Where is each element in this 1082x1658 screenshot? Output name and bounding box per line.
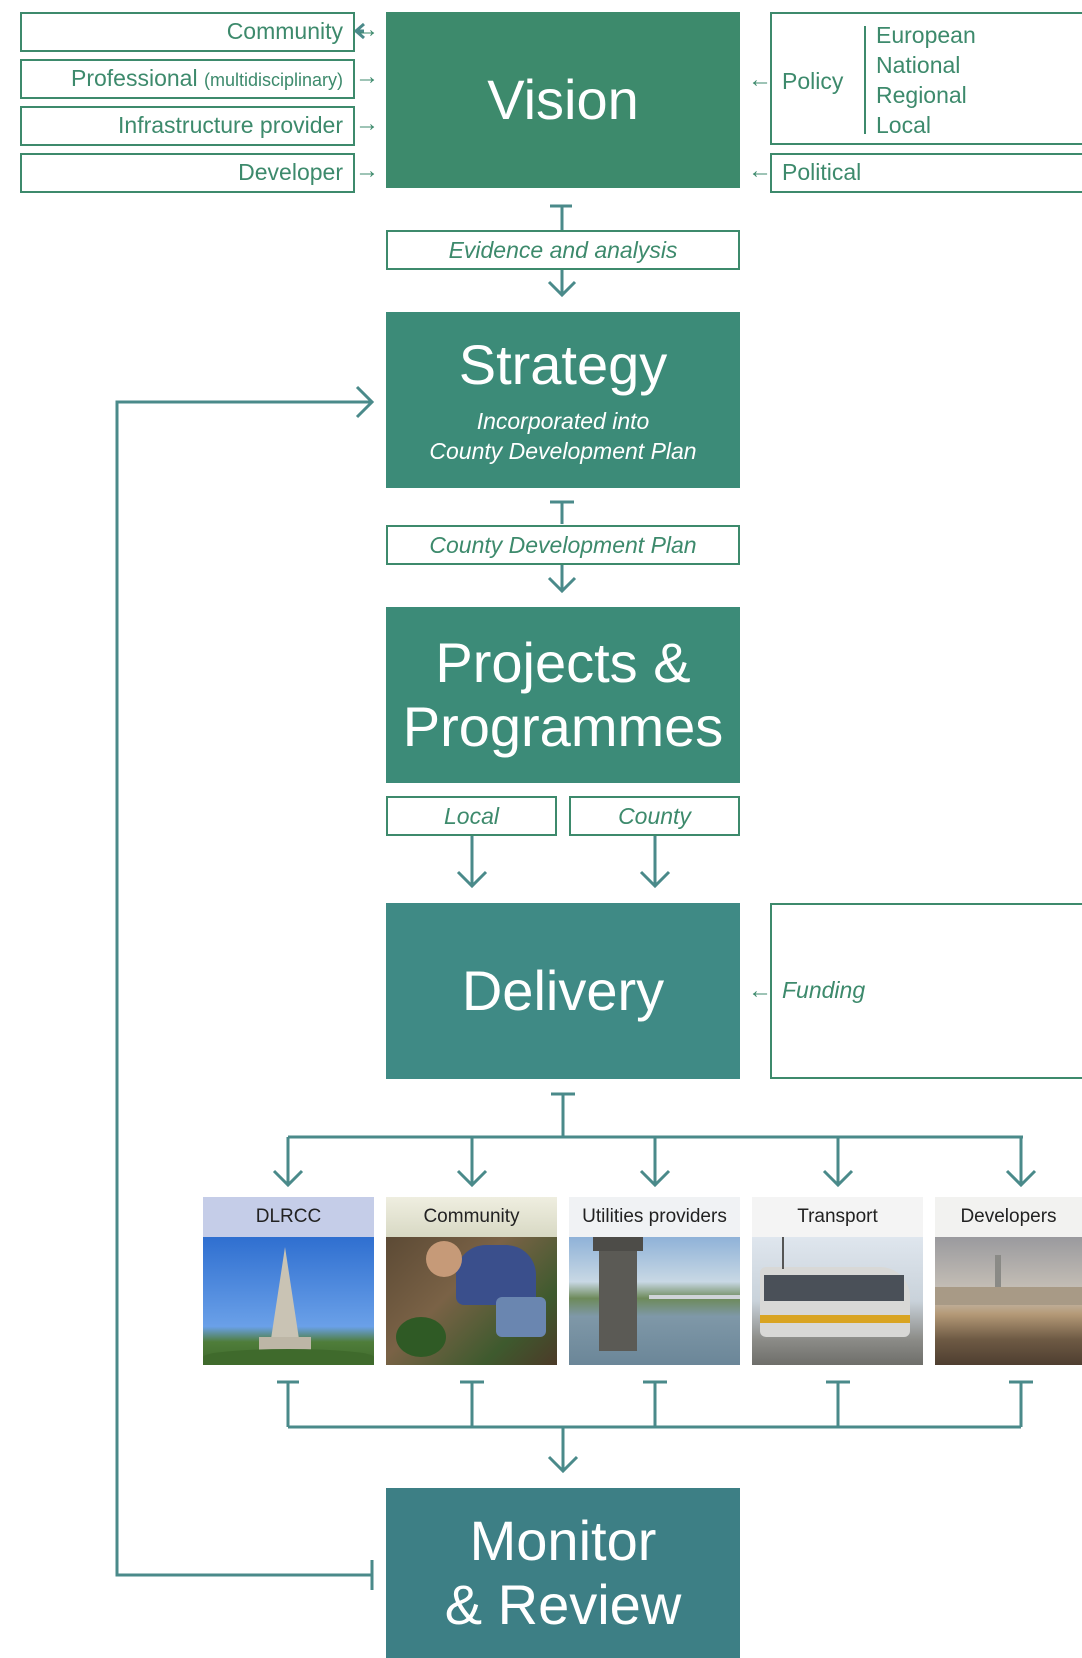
policy-level: Local	[876, 112, 931, 138]
arrow-right-icon: →	[355, 63, 379, 90]
stakeholder-utilities: Utilities providers	[569, 1197, 740, 1367]
input-community-label: Community	[226, 18, 343, 44]
monitor-title-1: Monitor	[469, 1508, 657, 1572]
arrow-right-icon: →	[355, 157, 379, 184]
tram-photo	[752, 1237, 923, 1365]
policy-levels: European National Regional Local	[876, 20, 976, 140]
scope-county-label: County	[618, 803, 691, 829]
political-label: Political	[782, 159, 862, 185]
policy-divider	[864, 26, 866, 134]
scope-local-label: Local	[444, 803, 499, 829]
funding-box: Funding	[770, 903, 1082, 1079]
scope-local-box: Local	[386, 796, 557, 836]
policy-level: European	[876, 22, 976, 48]
arrow-right-icon: →	[355, 110, 379, 137]
strategy-subtitle-2: County Development Plan	[429, 438, 697, 465]
cdp-label: County Development Plan	[429, 532, 697, 558]
stakeholder-transport: Transport	[752, 1197, 923, 1367]
cdp-box: County Development Plan	[386, 525, 740, 565]
projects-title-1: Projects &	[435, 630, 691, 694]
town-skyline-photo	[935, 1237, 1082, 1365]
stakeholder-community: Community	[386, 1197, 557, 1367]
input-infrastructure: Infrastructure provider	[20, 106, 355, 146]
input-developer-label: Developer	[238, 159, 343, 185]
monitor-block: Monitor & Review	[386, 1488, 740, 1658]
water-tower-photo	[569, 1237, 740, 1365]
stakeholder-label: Transport	[752, 1197, 923, 1237]
input-professional: Professional (multidisciplinary)	[20, 59, 355, 99]
policy-box: Policy European National Regional Local	[770, 12, 1082, 145]
volunteers-planting-photo	[386, 1237, 557, 1365]
input-infrastructure-label: Infrastructure provider	[118, 112, 343, 138]
monitor-title-2: & Review	[444, 1573, 682, 1636]
input-professional-note: (multidisciplinary)	[203, 70, 343, 90]
vision-block: Vision	[386, 12, 740, 188]
arrow-right-icon: →	[355, 16, 379, 43]
stakeholder-developers: Developers	[935, 1197, 1082, 1367]
funding-label: Funding	[782, 977, 866, 1003]
policy-level: Regional	[876, 82, 967, 108]
stakeholder-dlrcc: DLRCC	[203, 1197, 374, 1367]
delivery-title: Delivery	[461, 958, 665, 1022]
lighthouse-obelisk-photo	[203, 1237, 374, 1365]
projects-title-2: Programmes	[402, 695, 724, 758]
strategy-subtitle-1: Incorporated into	[476, 408, 650, 435]
strategy-block: Strategy Incorporated into County Develo…	[386, 312, 740, 488]
strategy-title: Strategy	[458, 332, 668, 396]
input-community: Community	[20, 12, 355, 52]
stakeholder-label: Community	[386, 1197, 557, 1237]
scope-county-box: County	[569, 796, 740, 836]
input-professional-label: Professional (multidisciplinary)	[71, 65, 343, 91]
stakeholder-label: Developers	[935, 1197, 1082, 1237]
political-box: Political	[770, 153, 1082, 193]
arrow-left-icon: ←	[748, 157, 772, 184]
evidence-label: Evidence and analysis	[448, 237, 678, 263]
vision-title: Vision	[487, 67, 639, 131]
arrow-left-icon: ←	[748, 977, 772, 1004]
policy-label: Policy	[782, 68, 844, 94]
stakeholder-label: Utilities providers	[569, 1197, 740, 1237]
delivery-block: Delivery	[386, 903, 740, 1079]
policy-level: National	[876, 52, 961, 78]
arrow-left-icon: ←	[748, 66, 772, 93]
evidence-box: Evidence and analysis	[386, 230, 740, 270]
projects-block: Projects & Programmes	[386, 607, 740, 783]
stakeholder-label: DLRCC	[203, 1197, 374, 1237]
input-developer: Developer	[20, 153, 355, 193]
